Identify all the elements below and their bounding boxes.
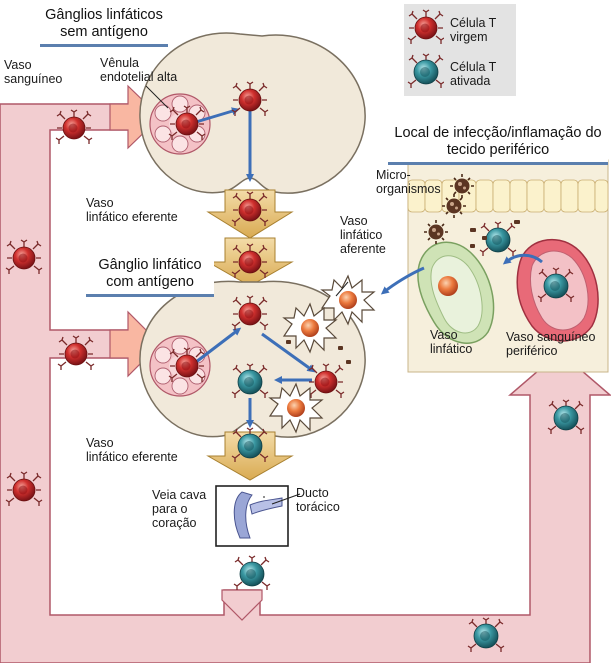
label-blood-vessel: Vaso sanguíneo — [4, 58, 63, 86]
pointer-lines — [145, 85, 349, 505]
label-afferent-lymphatic: Vaso linfático aferente — [340, 214, 386, 256]
title-lymph-node-with-antigen: Gânglio linfático com antígeno — [86, 256, 214, 297]
naive-t-cell-icon — [407, 9, 444, 45]
label-vena-cava: Veia cava para o coração — [152, 488, 207, 530]
label-efferent-lymphatic-2: Vaso linfático eferente — [86, 436, 178, 464]
vena-cava-box — [215, 485, 289, 547]
label-efferent-lymphatic-1: Vaso linfático eferente — [86, 196, 178, 224]
label-high-endothelial-venule: Vênula endotelial alta — [100, 56, 178, 84]
antigen-fragments — [286, 220, 520, 364]
legend-icons — [407, 9, 444, 89]
label-lymphatic-vessel: Vaso linfático — [430, 328, 473, 356]
dc-in-lymphatic — [438, 276, 458, 296]
label-peripheral-blood-vessel: Vaso sanguíneo periférico — [506, 330, 596, 358]
legend: Célula T virgem Célula T ativada — [404, 4, 516, 96]
label-thoracic-duct: Ducto torácico — [296, 486, 340, 514]
legend-activated-t-cell: Célula T ativada — [450, 60, 497, 88]
legend-naive-t-cell: Célula T virgem — [450, 16, 497, 44]
title-lymph-node-no-antigen: Gânglios linfáticos sem antígeno — [40, 6, 168, 47]
title-infection-site: Local de infecção/inflamação do tecido p… — [388, 124, 608, 165]
label-microorganisms: Micro- organismos — [376, 168, 441, 196]
activated-t-cell-icon — [407, 53, 444, 89]
migration-arrows — [195, 107, 543, 428]
